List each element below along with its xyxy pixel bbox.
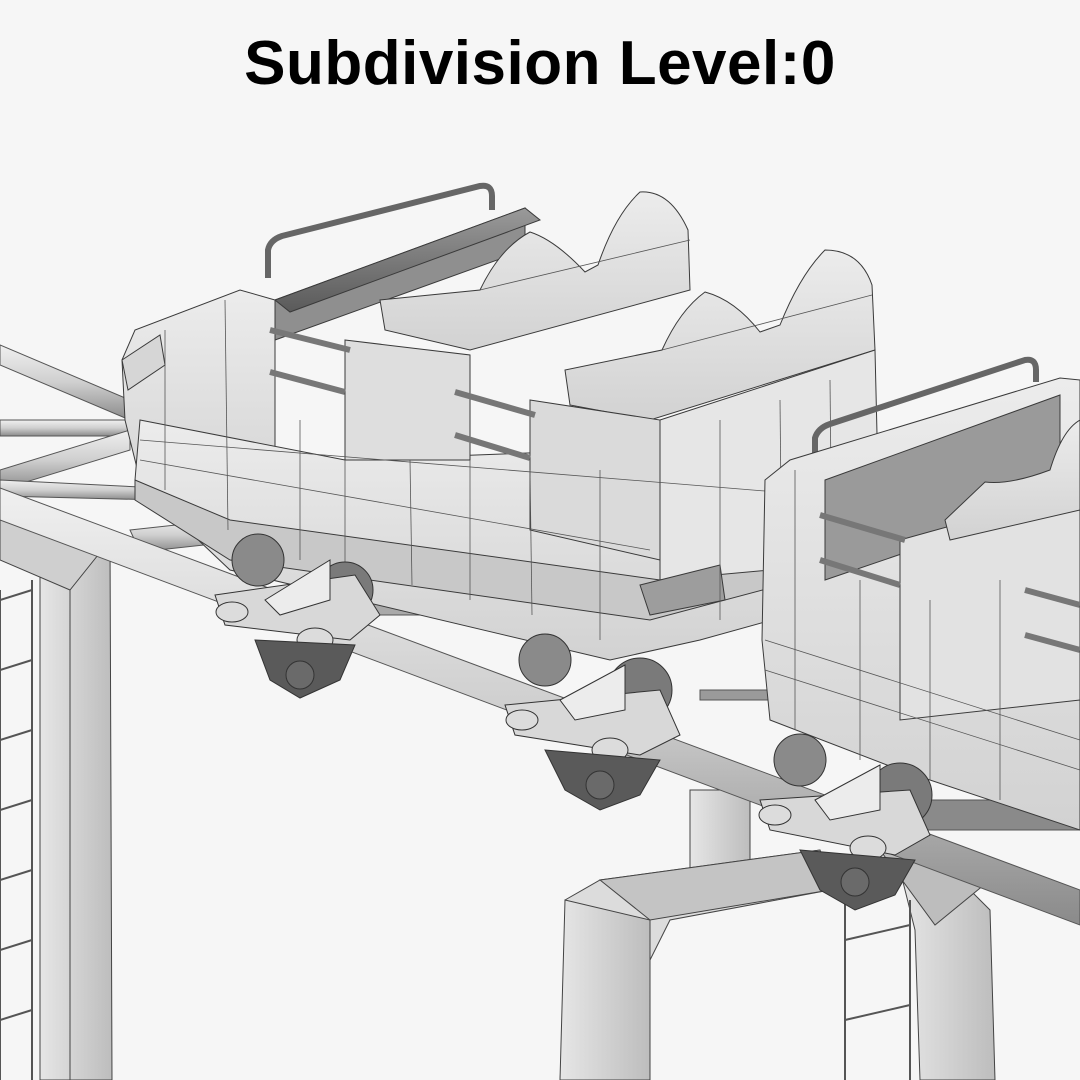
left-support-frame <box>0 519 113 1080</box>
left-ladder <box>0 580 33 1080</box>
subdivision-level-title: Subdivision Level:0 <box>244 29 836 98</box>
front-bogie-wheel-assembly <box>214 533 381 699</box>
rear-bogie-wheel-assembly <box>758 733 933 911</box>
right-support-frame <box>559 789 996 1080</box>
second-car <box>761 356 1080 831</box>
right-ladder <box>844 900 911 1080</box>
middle-bogie-wheel-assembly <box>504 633 681 811</box>
